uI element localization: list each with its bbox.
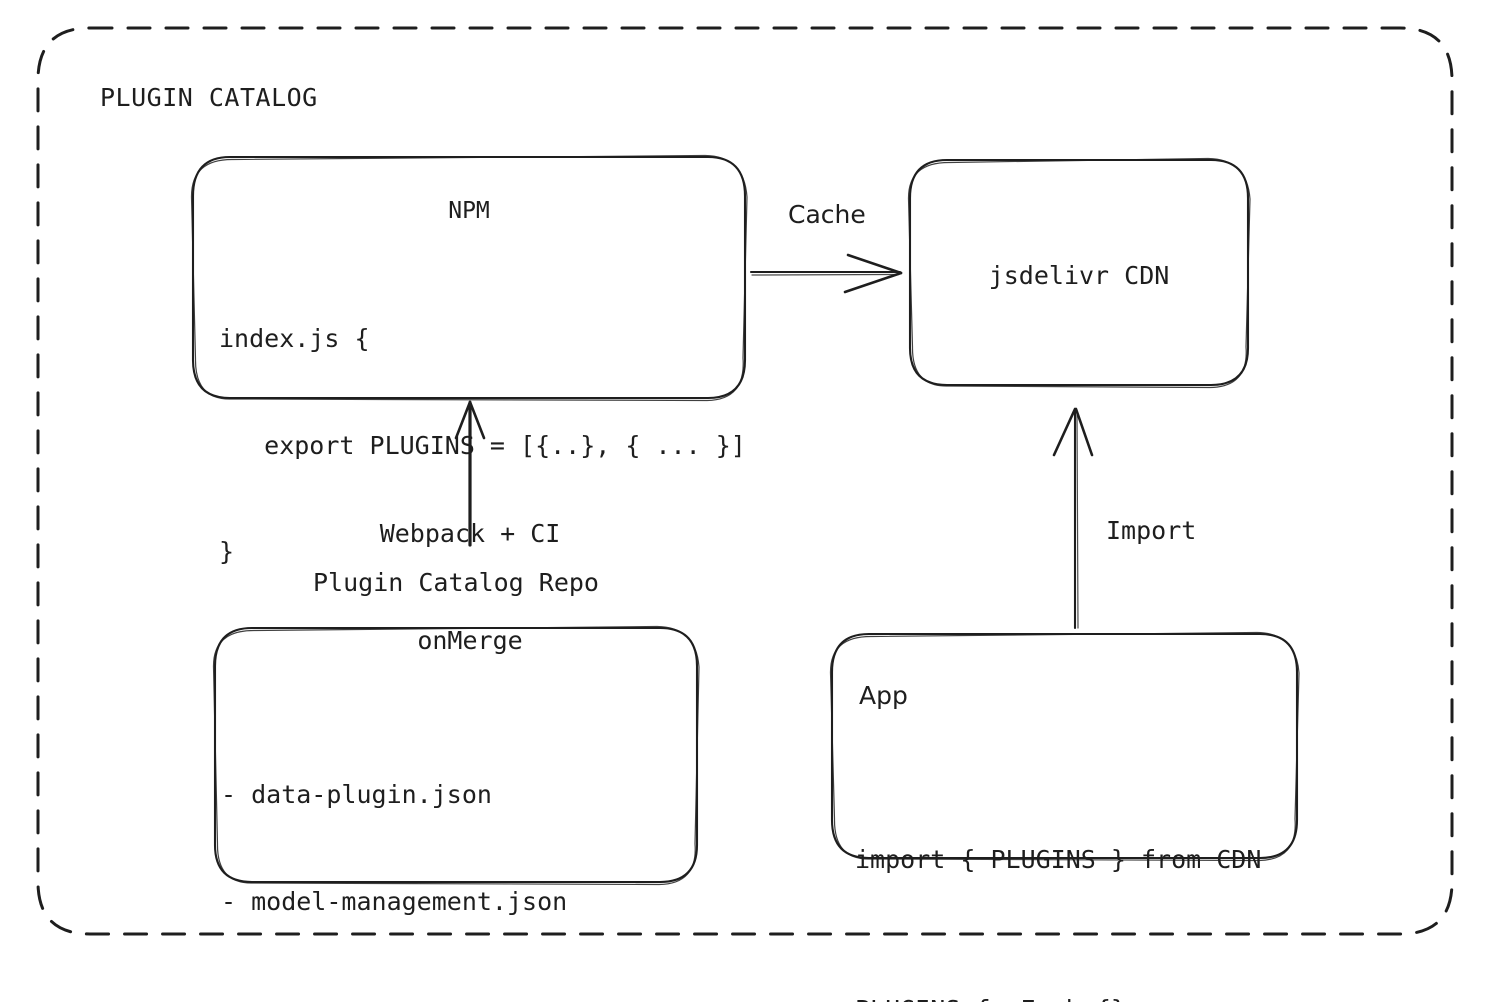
cache-edge-label: Cache: [788, 200, 866, 229]
app-node-title: App: [859, 681, 908, 710]
import-arrow: [1052, 407, 1094, 630]
npm-node-code: index.js { export PLUGINS = [{..}, { ...…: [219, 250, 746, 641]
build-edge-label: Webpack + CI onMerge: [345, 445, 595, 729]
cdn-node-title: jsdelivr CDN: [988, 261, 1170, 290]
app-code-line-2: PLUGINS.forEach {}: [855, 985, 1261, 1002]
npm-code-line-1: index.js {: [219, 324, 370, 353]
npm-code-line-2: export PLUGINS = [{..}, { ... }]: [219, 430, 746, 460]
repo-node-caption: Plugin Catalog Repo: [313, 568, 599, 597]
import-edge-label: Import: [1106, 516, 1197, 545]
npm-node-title: NPM: [448, 198, 490, 224]
npm-code-line-3: }: [219, 537, 235, 566]
repo-list-item-1: - data-plugin.json: [221, 780, 492, 809]
repo-list-item-2: - model-management.json: [221, 886, 568, 916]
build-edge-label-line-2: onMerge: [417, 625, 523, 655]
build-edge-label-line-1: Webpack + CI: [379, 519, 561, 548]
repo-list-item-3: ...: [221, 990, 567, 1002]
app-node-code: import { PLUGINS } from CDN PLUGINS.forE…: [855, 735, 1261, 1002]
page-title: PLUGIN CATALOG: [100, 83, 318, 112]
app-code-line-1: import { PLUGINS } from CDN: [855, 845, 1262, 874]
cache-arrow: [749, 253, 903, 294]
repo-node-file-list: - data-plugin.json - model-management.js…: [221, 706, 567, 1002]
